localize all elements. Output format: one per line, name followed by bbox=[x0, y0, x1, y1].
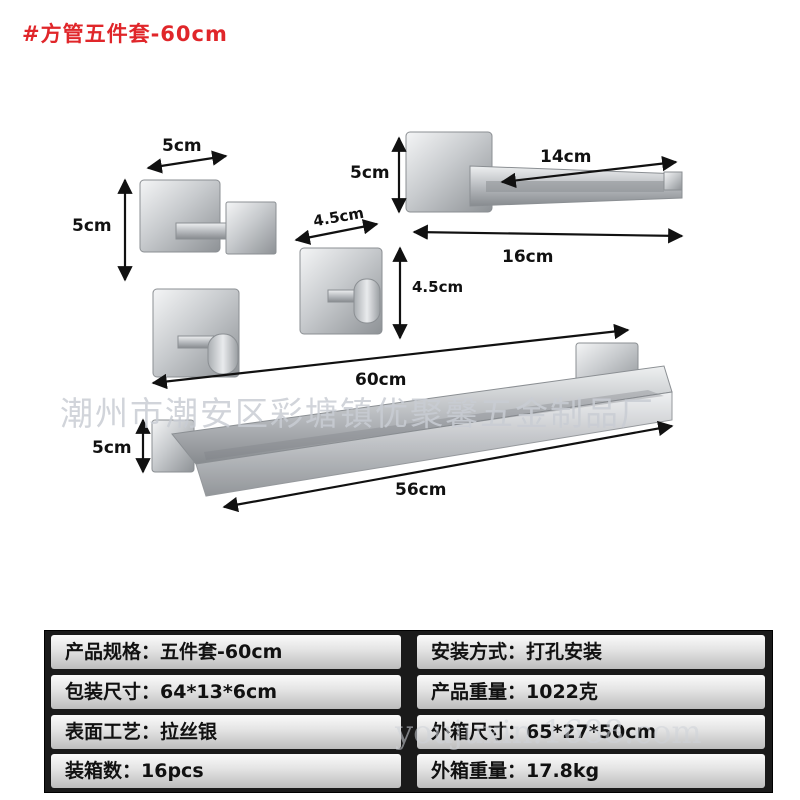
paper-holder bbox=[405, 131, 683, 213]
spec-label: 产品规格： bbox=[65, 641, 161, 663]
spec-value: 16pcs bbox=[141, 760, 204, 782]
spec-label: 产品重量： bbox=[431, 681, 527, 703]
spec-row-right-0: 安装方式：打孔安装 bbox=[417, 635, 765, 669]
spec-label: 外箱重量： bbox=[431, 760, 527, 782]
spec-value: 17.8kg bbox=[526, 760, 600, 782]
label-robe-hook-height: 5cm bbox=[72, 216, 112, 236]
spec-row-right-1: 产品重量：1022克 bbox=[417, 675, 765, 709]
spec-value: 打孔安装 bbox=[526, 641, 603, 663]
page-title: #方管五件套-60cm bbox=[22, 22, 228, 46]
spec-row-right-2: 外箱尺寸：65*27*50cm bbox=[417, 715, 765, 749]
label-paper-holder-total: 16cm bbox=[502, 247, 554, 267]
label-small-hook-height: 4.5cm bbox=[412, 278, 464, 296]
specs-table: 产品规格：五件套-60cm 包装尺寸：64*13*6cm 表面工艺：拉丝银 装箱… bbox=[44, 630, 773, 793]
spec-row-left-3: 装箱数：16pcs bbox=[51, 754, 401, 788]
robe-hook bbox=[139, 179, 277, 255]
label-paper-holder-height: 5cm bbox=[350, 163, 390, 183]
spec-label: 包装尺寸： bbox=[65, 681, 161, 703]
watermark-text: 潮州市潮安区彩塘镇优聚馨五金制品厂 bbox=[60, 394, 655, 433]
spec-value: 64*13*6cm bbox=[160, 681, 278, 703]
adhesive-hook-middle bbox=[299, 247, 383, 335]
label-paper-holder-bar: 14cm bbox=[540, 147, 592, 167]
label-towel-bar-height: 5cm bbox=[92, 438, 132, 458]
spec-row-left-1: 包装尺寸：64*13*6cm bbox=[51, 675, 401, 709]
product-diagram bbox=[117, 131, 684, 513]
spec-label: 外箱尺寸： bbox=[431, 721, 527, 743]
adhesive-hook-left bbox=[152, 288, 240, 378]
spec-value: 1022克 bbox=[526, 681, 598, 703]
dimension-lines bbox=[117, 136, 684, 513]
spec-value: 五件套-60cm bbox=[160, 641, 283, 663]
spec-label: 表面工艺： bbox=[65, 721, 161, 743]
spec-value: 65*27*50cm bbox=[526, 721, 657, 743]
spec-row-left-2: 表面工艺：拉丝银 bbox=[51, 715, 401, 749]
spec-row-right-3: 外箱重量：17.8kg bbox=[417, 754, 765, 788]
spec-row-left-0: 产品规格：五件套-60cm bbox=[51, 635, 401, 669]
label-towel-bar-inner: 56cm bbox=[395, 480, 447, 500]
label-towel-bar-total: 60cm bbox=[355, 370, 407, 390]
spec-label: 安装方式： bbox=[431, 641, 527, 663]
spec-label: 装箱数： bbox=[65, 760, 142, 782]
spec-value: 拉丝银 bbox=[160, 721, 218, 743]
label-robe-hook-width: 5cm bbox=[162, 136, 202, 156]
